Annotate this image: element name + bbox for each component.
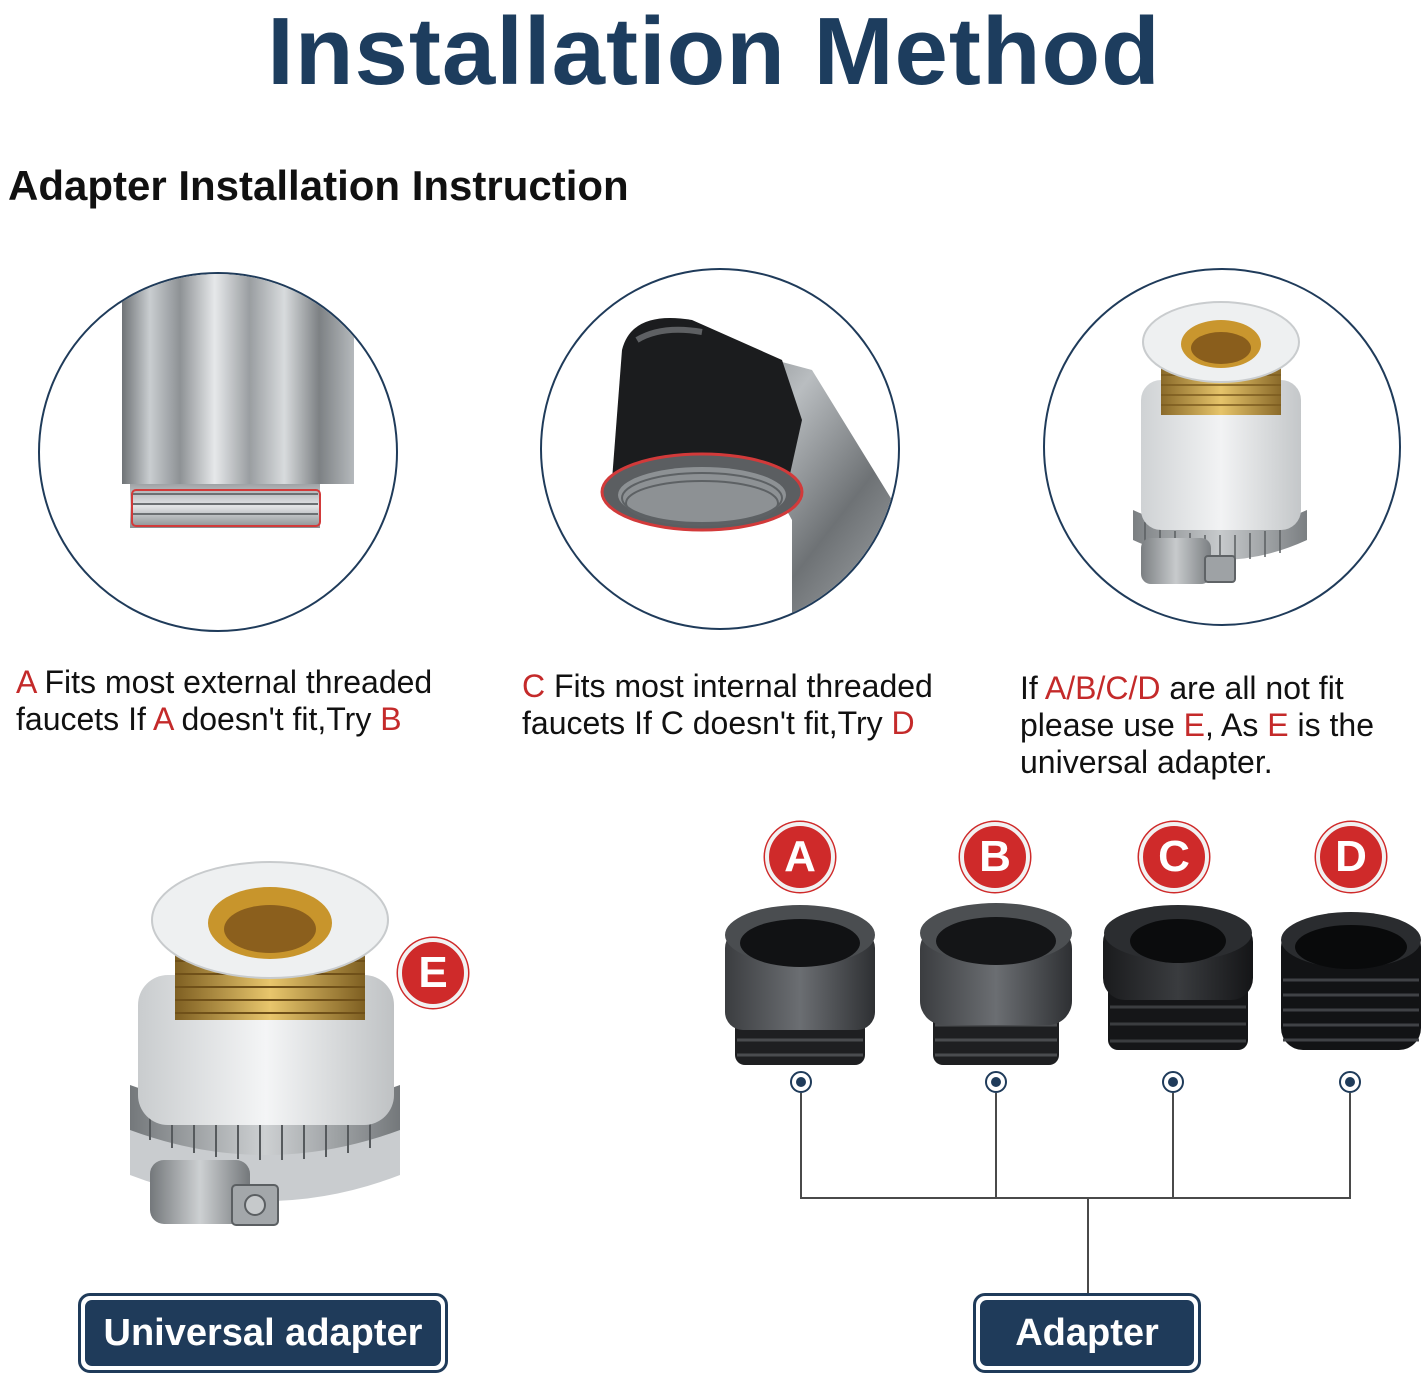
description-c-line2-pre: faucets If C doesn't fit,Try (522, 705, 892, 741)
letter-e-inline2: E (1267, 707, 1289, 743)
description-e: If A/B/C/D are all not fit please use E,… (1020, 670, 1374, 781)
description-e-line2-mid: , As (1205, 707, 1268, 743)
adapters-illustration (725, 903, 1421, 1065)
letter-e-inline1: E (1183, 707, 1206, 743)
universal-adapter-circle (1043, 268, 1401, 626)
internal-faucet-circle (540, 268, 900, 630)
adapter-label: Adapter (973, 1293, 1201, 1373)
description-a-line1: Fits most external threaded (35, 664, 433, 700)
connector-line-a (800, 1093, 802, 1199)
description-c: C Fits most internal threaded faucets If… (522, 668, 933, 742)
connector-dot-d (1339, 1071, 1361, 1093)
page-title: Installation Method (267, 0, 1161, 105)
letter-a-inline: A (152, 701, 173, 737)
badge-b: B (960, 822, 1030, 892)
connector-line-b (995, 1093, 997, 1199)
description-e-line1-post: are all not fit (1160, 670, 1344, 706)
connector-dot-b (985, 1071, 1007, 1093)
letter-b-inline: B (380, 701, 402, 737)
letter-d-inline: D (891, 705, 915, 741)
description-e-line3: universal adapter. (1020, 744, 1273, 780)
universal-adapter-label-text: Universal adapter (85, 1300, 441, 1366)
description-a: A Fits most external threaded faucets If… (16, 664, 432, 738)
connector-line-c (1172, 1093, 1174, 1199)
universal-adapter-large-illustration (130, 861, 400, 1226)
description-a-line2-mid: doesn't fit,Try (172, 701, 381, 737)
connector-stem-line (1087, 1197, 1089, 1295)
connector-dot-a (790, 1071, 812, 1093)
badge-a: A (765, 822, 835, 892)
badge-c: C (1139, 822, 1209, 892)
universal-adapter-label: Universal adapter (78, 1293, 448, 1373)
adapter-c (1103, 905, 1253, 1050)
description-a-line2-pre: faucets If (16, 701, 153, 737)
badge-e: E (398, 938, 468, 1008)
adapter-a (725, 905, 875, 1065)
internal-faucet-illustration (600, 318, 892, 628)
letter-a: A (16, 664, 36, 700)
description-e-line2-pre: please use (1020, 707, 1184, 743)
universal-adapter-small-illustration (1133, 301, 1307, 584)
letters-abcd: A/B/C/D (1044, 670, 1161, 706)
letter-c: C (522, 668, 546, 704)
adapter-label-text: Adapter (980, 1300, 1194, 1366)
connector-line-d (1349, 1093, 1351, 1199)
adapter-d (1281, 912, 1421, 1050)
external-faucet-illustration (122, 274, 354, 528)
description-e-line2-post: is the (1288, 707, 1374, 743)
adapter-b (920, 903, 1072, 1065)
description-c-line1: Fits most internal threaded (545, 668, 933, 704)
section-subtitle: Adapter Installation Instruction (8, 162, 629, 209)
connector-dot-c (1162, 1071, 1184, 1093)
connector-bus-line (800, 1197, 1351, 1199)
description-e-line1-pre: If (1020, 670, 1045, 706)
badge-d: D (1316, 822, 1386, 892)
external-faucet-circle (38, 272, 398, 632)
